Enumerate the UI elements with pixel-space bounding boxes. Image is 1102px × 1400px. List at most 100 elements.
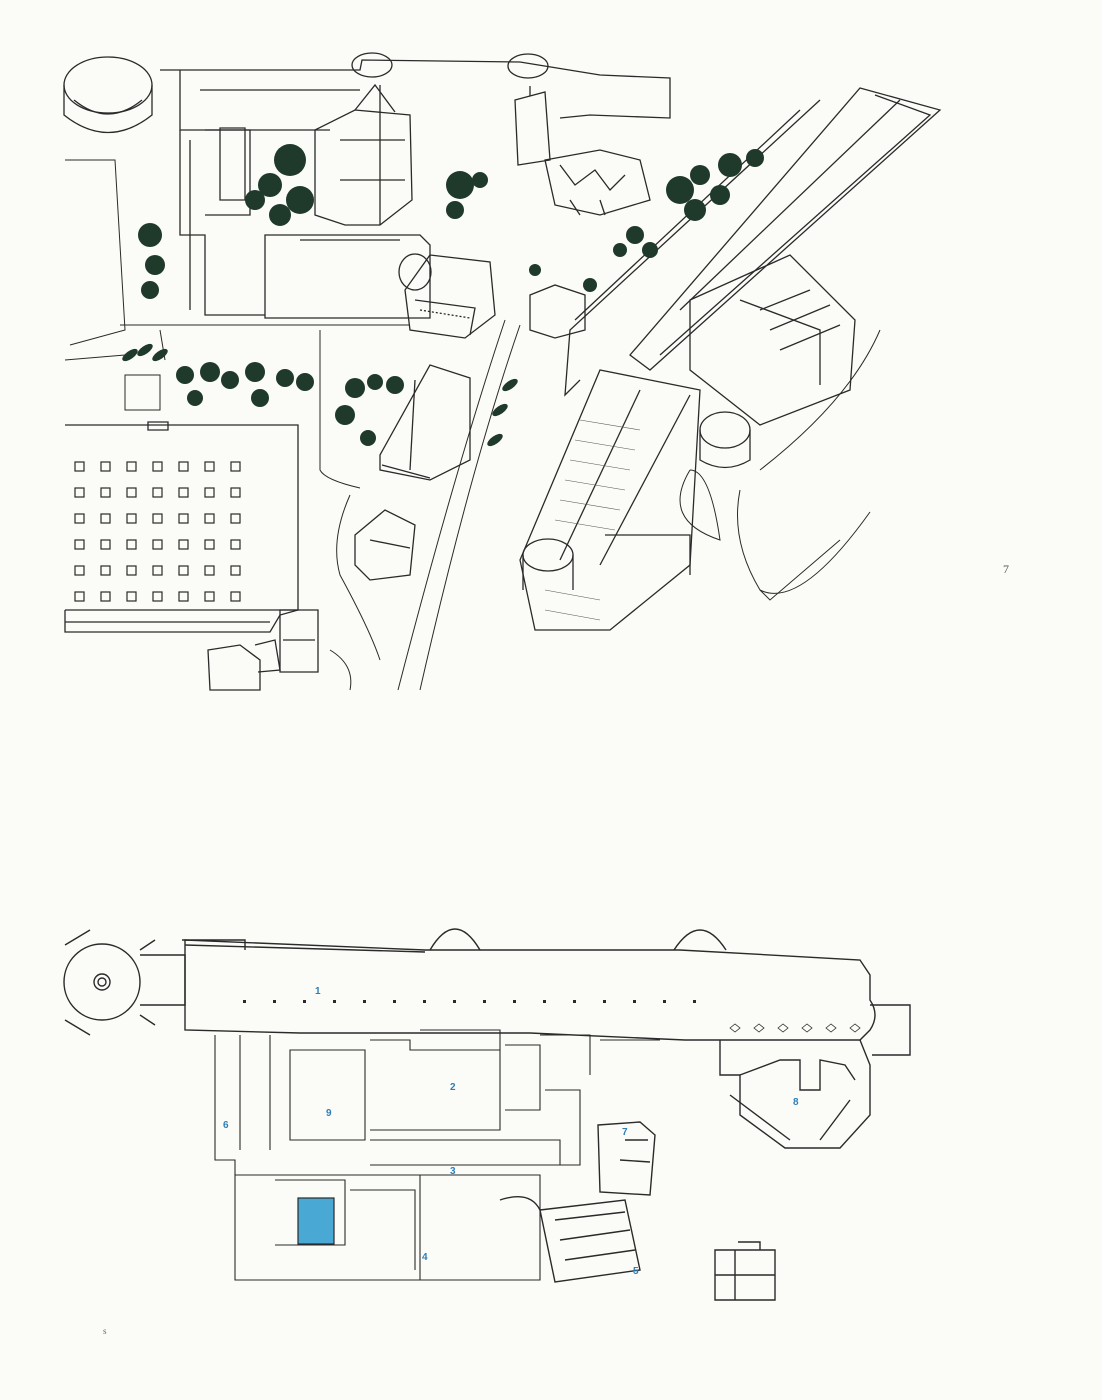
poplar-tree — [122, 348, 138, 362]
column — [543, 1000, 546, 1003]
window — [152, 565, 163, 576]
tree — [245, 362, 265, 382]
room-label: 9 — [326, 1108, 332, 1119]
column — [363, 1000, 366, 1003]
window — [74, 565, 85, 576]
window — [74, 461, 85, 472]
west-block — [179, 127, 265, 316]
east-wing-plan — [719, 1039, 871, 1149]
window — [178, 591, 189, 602]
north-wing — [160, 52, 671, 131]
slab-hatch — [544, 419, 641, 621]
window — [152, 539, 163, 550]
room-label: 2 — [450, 1082, 456, 1093]
window — [74, 513, 85, 524]
column — [729, 1023, 741, 1033]
tree — [245, 190, 265, 210]
column — [753, 1023, 765, 1033]
room-label: 4 — [422, 1252, 428, 1263]
window — [100, 487, 111, 498]
mid-slab — [379, 364, 471, 481]
column — [243, 1000, 246, 1003]
tree — [613, 243, 627, 257]
window — [230, 461, 241, 472]
pool — [297, 1197, 335, 1245]
column — [573, 1000, 576, 1003]
column — [483, 1000, 486, 1003]
trees — [122, 144, 764, 447]
service-wing — [499, 1196, 641, 1283]
window — [74, 591, 85, 602]
window — [230, 487, 241, 498]
column — [513, 1000, 516, 1003]
room-7-plan — [597, 1121, 656, 1196]
window — [74, 539, 85, 550]
rotunda-plan — [63, 929, 186, 1036]
window — [152, 513, 163, 524]
rotunda-tower — [63, 56, 153, 134]
tree — [690, 165, 710, 185]
detached-building — [714, 1241, 776, 1301]
room-label: 7 — [622, 1127, 628, 1138]
tree — [274, 144, 306, 176]
poplar-tree — [152, 348, 168, 362]
tree — [684, 199, 706, 221]
tree — [335, 405, 355, 425]
window — [230, 565, 241, 576]
villa — [354, 509, 416, 581]
tree — [642, 242, 658, 258]
column — [273, 1000, 276, 1003]
tree — [446, 171, 474, 199]
window — [100, 539, 111, 550]
window — [152, 487, 163, 498]
tree — [345, 378, 365, 398]
window — [178, 487, 189, 498]
window — [74, 487, 85, 498]
tree — [296, 373, 314, 391]
column — [663, 1000, 666, 1003]
window — [178, 513, 189, 524]
aerial-axonometric-view — [63, 52, 942, 691]
window — [126, 461, 137, 472]
column — [825, 1023, 837, 1033]
window — [204, 487, 215, 498]
window — [204, 539, 215, 550]
column — [849, 1023, 861, 1033]
column — [453, 1000, 456, 1003]
window — [204, 461, 215, 472]
room-label: 6 — [223, 1120, 229, 1131]
tree — [472, 172, 488, 188]
tree — [529, 264, 541, 276]
tree — [746, 149, 764, 167]
central-rooms — [214, 1029, 660, 1281]
column — [633, 1000, 636, 1003]
room-label: 3 — [450, 1166, 456, 1177]
gate-houses — [207, 609, 319, 691]
window — [204, 565, 215, 576]
poplar-tree — [137, 343, 153, 357]
roads — [64, 159, 881, 691]
column — [333, 1000, 336, 1003]
room-label: 1 — [315, 986, 321, 997]
tree — [446, 201, 464, 219]
north-tower — [514, 86, 551, 166]
tree — [360, 430, 376, 446]
window — [204, 591, 215, 602]
window — [230, 591, 241, 602]
window — [230, 513, 241, 524]
window — [126, 513, 137, 524]
window — [126, 591, 137, 602]
gallery-corridor — [182, 928, 911, 1056]
tree — [145, 255, 165, 275]
poplar-tree — [492, 403, 508, 417]
small-tower — [529, 284, 586, 339]
grid-block — [64, 421, 299, 633]
window — [152, 461, 163, 472]
window — [126, 539, 137, 550]
tree — [258, 173, 282, 197]
palace-block — [689, 254, 856, 469]
column — [393, 1000, 396, 1003]
tree — [221, 371, 239, 389]
window — [100, 461, 111, 472]
